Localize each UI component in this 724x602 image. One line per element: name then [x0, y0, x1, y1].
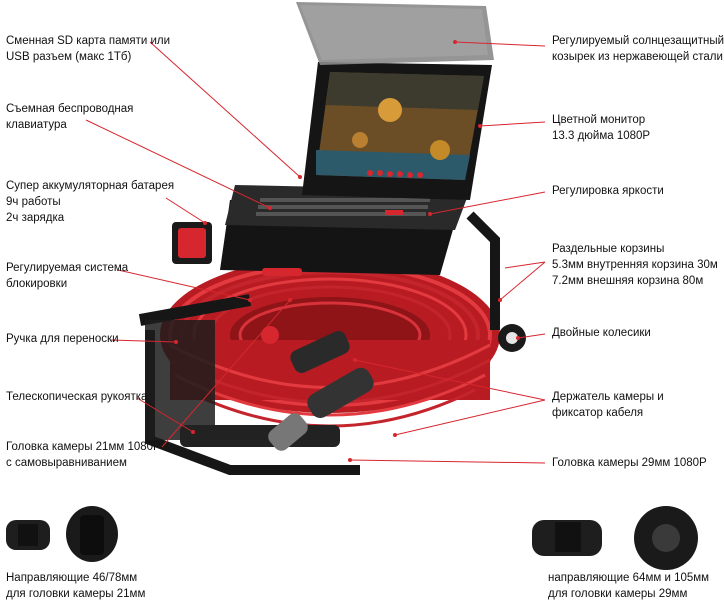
- camera-heads: [261, 326, 374, 451]
- centering-guides-21mm: [6, 506, 118, 562]
- label-wheels: Двойные колесики: [552, 327, 651, 339]
- monitor: [296, 2, 494, 200]
- label-telescopic-handle: Телескопическая рукоятка: [6, 391, 148, 403]
- label-camera-29mm: Головка камеры 29мм 1080P: [552, 457, 707, 469]
- battery: [172, 222, 212, 264]
- centering-guides-29mm: [532, 506, 698, 570]
- label-brightness: Регулировка яркости: [552, 185, 664, 197]
- label-carry-handle: Ручка для переноски: [6, 333, 119, 345]
